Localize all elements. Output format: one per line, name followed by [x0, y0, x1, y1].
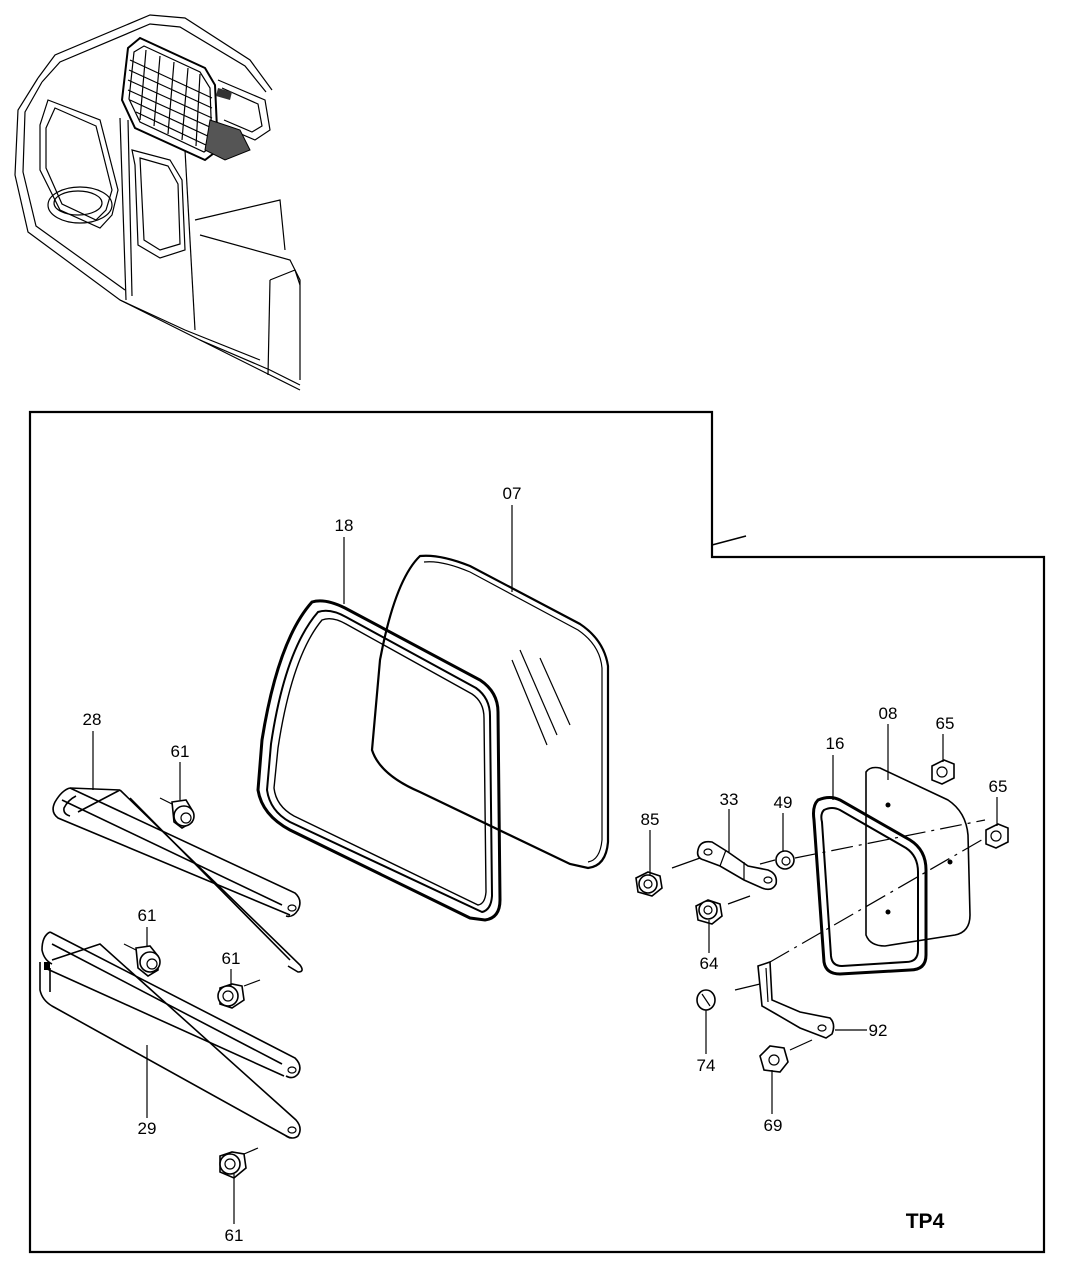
nut-part-65-a [931, 759, 955, 785]
cab-overview-illustration [14, 14, 301, 391]
bolt-part-61-d [219, 1147, 259, 1179]
callout-28: 28 [83, 710, 102, 729]
callout-29: 29 [138, 1119, 157, 1138]
bolt-part-64 [695, 899, 723, 925]
rail-part-29 [39, 931, 301, 1139]
nut-part-65-b [985, 823, 1009, 849]
callout-69: 69 [764, 1116, 783, 1135]
callout-61-b: 61 [138, 906, 157, 925]
assembly-leader-lines [671, 819, 986, 1051]
bolt-part-85 [635, 871, 663, 897]
diagram-code: TP4 [906, 1210, 945, 1233]
callout-85: 85 [641, 810, 660, 829]
callout-92: 92 [869, 1021, 888, 1040]
bolt-part-61-b [123, 943, 161, 977]
bolt-part-69 [759, 1045, 789, 1073]
callout-74: 74 [697, 1056, 716, 1075]
bolt-part-61-c [217, 979, 261, 1009]
callout-leaders [92, 505, 998, 1224]
seal-part-16 [812, 796, 928, 976]
screw-part-74 [696, 989, 716, 1011]
callout-61-a: 61 [171, 742, 190, 761]
callout-33: 33 [720, 790, 739, 809]
callout-49: 49 [774, 793, 793, 812]
callout-16: 16 [826, 734, 845, 753]
washer-part-49 [775, 850, 795, 870]
window-plate-part-08 [865, 766, 971, 947]
rail-part-28 [52, 787, 303, 973]
bolt-part-61-a [159, 797, 195, 829]
callout-08: 08 [879, 704, 898, 723]
bracket-part-92 [757, 960, 835, 1039]
callout-18: 18 [335, 516, 354, 535]
callout-65-b: 65 [989, 777, 1008, 796]
diagram-frame [28, 410, 1046, 1254]
callout-64: 64 [700, 954, 719, 973]
callout-61-d: 61 [225, 1226, 244, 1245]
weatherstrip-part-18 [256, 599, 502, 922]
callout-65-a: 65 [936, 714, 955, 733]
highlighted-side-window [120, 36, 271, 162]
callout-61-c: 61 [222, 949, 241, 968]
callout-07: 07 [503, 484, 522, 503]
bracket-part-33 [696, 840, 778, 891]
